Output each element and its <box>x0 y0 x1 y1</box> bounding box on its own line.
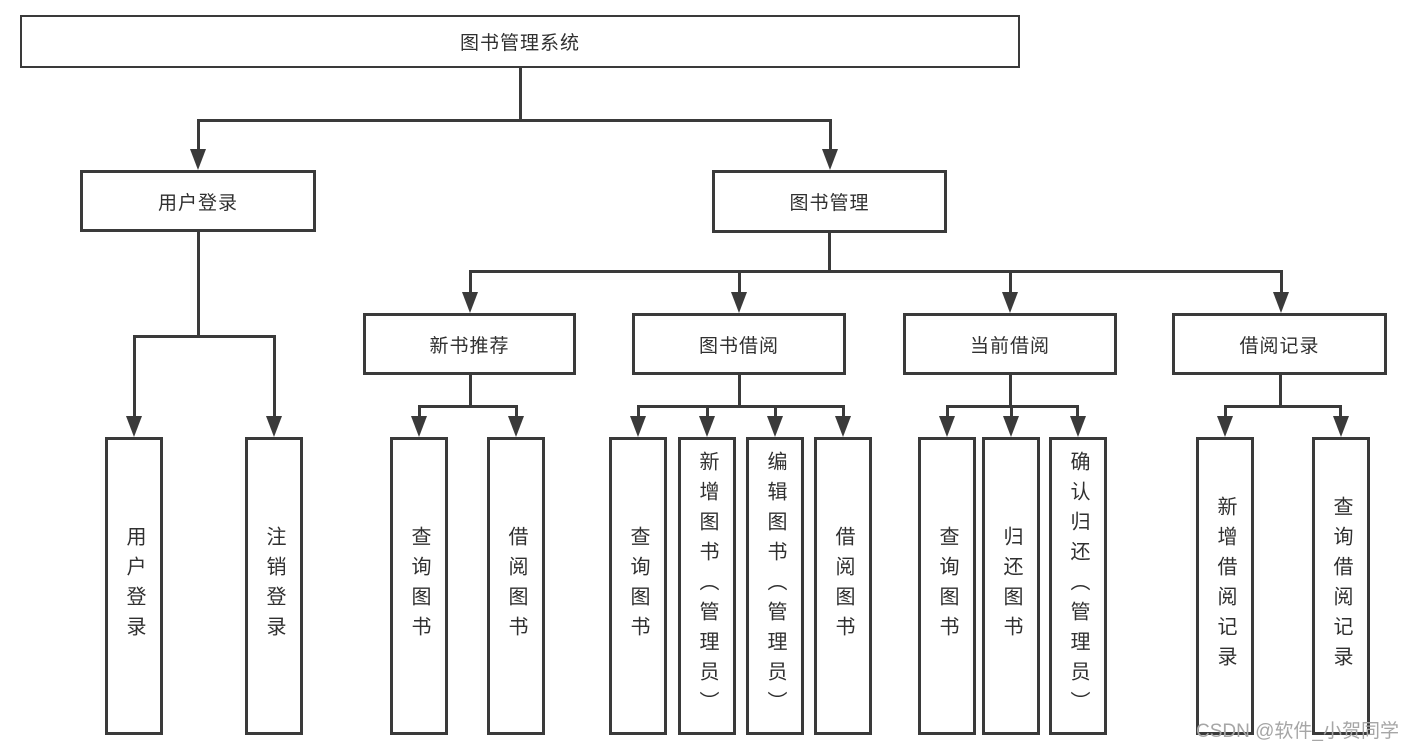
connector-line <box>418 405 421 419</box>
node-borrowing-records: 借阅记录 <box>1172 313 1387 375</box>
connector-line <box>842 405 845 419</box>
connector-line <box>1339 405 1342 419</box>
connector-line <box>637 405 845 408</box>
connector-line <box>197 230 200 337</box>
connector-line <box>469 270 1283 273</box>
leaf-logout: 注销登录 <box>245 437 303 735</box>
connector-line <box>273 335 276 418</box>
connector-line <box>1009 373 1012 407</box>
leaf-confirm-return-admin: 确认归还（管理员） <box>1049 437 1107 735</box>
leaf-edit-books-admin: 编辑图书（管理员） <box>746 437 804 735</box>
node-user-login-branch: 用户登录 <box>80 170 316 232</box>
arrow-down-icon <box>822 149 838 170</box>
connector-line <box>515 405 518 419</box>
arrow-down-icon <box>1217 416 1233 437</box>
arrow-down-icon <box>699 416 715 437</box>
arrow-down-icon <box>266 416 282 437</box>
arrow-down-icon <box>126 416 142 437</box>
leaf-return-books: 归还图书 <box>982 437 1040 735</box>
arrow-down-icon <box>190 149 206 170</box>
arrow-down-icon <box>1002 292 1018 313</box>
arrow-down-icon <box>508 416 524 437</box>
connector-line <box>1224 405 1227 419</box>
node-book-management: 图书管理 <box>712 170 947 233</box>
leaf-borrow-books-recommend: 借阅图书 <box>487 437 545 735</box>
connector-line <box>706 405 709 419</box>
connector-line <box>828 231 831 272</box>
connector-line <box>1009 270 1012 295</box>
node-new-book-recommendation: 新书推荐 <box>363 313 576 375</box>
arrow-down-icon <box>411 416 427 437</box>
leaf-borrow-books: 借阅图书 <box>814 437 872 735</box>
leaf-query-borrow-record: 查询借阅记录 <box>1312 437 1370 735</box>
connector-line <box>774 405 777 419</box>
leaf-add-books-admin: 新增图书（管理员） <box>678 437 736 735</box>
arrow-down-icon <box>939 416 955 437</box>
connector-line <box>469 270 472 295</box>
arrow-down-icon <box>630 416 646 437</box>
connector-line <box>738 373 741 407</box>
leaf-query-books-current: 查询图书 <box>918 437 976 735</box>
connector-line <box>1280 270 1283 295</box>
node-book-borrowing: 图书借阅 <box>632 313 846 375</box>
connector-line <box>133 335 136 418</box>
connector-line <box>133 335 276 338</box>
leaf-user-login: 用户登录 <box>105 437 163 735</box>
connector-line <box>738 270 741 295</box>
connector-line <box>519 66 522 120</box>
connector-line <box>469 373 472 407</box>
arrow-down-icon <box>462 292 478 313</box>
connector-line <box>1224 405 1342 408</box>
arrow-down-icon <box>1070 416 1086 437</box>
connector-line <box>1010 405 1013 419</box>
leaf-add-borrow-record: 新增借阅记录 <box>1196 437 1254 735</box>
connector-line <box>829 119 832 152</box>
connector-line <box>197 119 832 122</box>
connector-line <box>637 405 640 419</box>
connector-line <box>1279 373 1282 407</box>
arrow-down-icon <box>1003 416 1019 437</box>
arrow-down-icon <box>1273 292 1289 313</box>
connector-line <box>1076 405 1079 419</box>
node-current-borrowing: 当前借阅 <box>903 313 1117 375</box>
connector-line <box>418 405 518 408</box>
watermark-text: CSDN @软件_小贺同学 <box>1196 721 1399 742</box>
arrow-down-icon <box>1333 416 1349 437</box>
leaf-query-books-borrow: 查询图书 <box>609 437 667 735</box>
connector-line <box>197 119 200 152</box>
arrow-down-icon <box>731 292 747 313</box>
connector-line <box>946 405 949 419</box>
node-root: 图书管理系统 <box>20 15 1020 68</box>
leaf-query-books-recommend: 查询图书 <box>390 437 448 735</box>
arrow-down-icon <box>835 416 851 437</box>
arrow-down-icon <box>767 416 783 437</box>
